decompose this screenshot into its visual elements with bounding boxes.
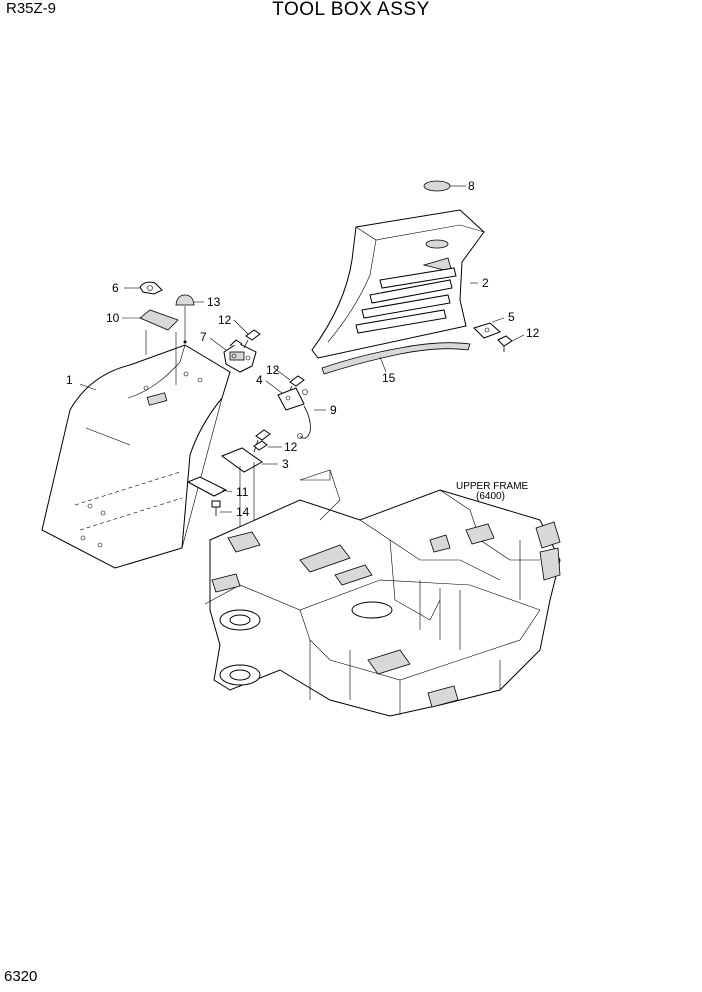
cap-part-13 bbox=[175, 294, 195, 344]
callout-11: 11 bbox=[236, 485, 249, 499]
upper-frame-label: UPPER FRAME bbox=[456, 481, 529, 492]
bolt-part-12-c bbox=[253, 429, 271, 453]
side-cover-part-2 bbox=[311, 209, 485, 359]
bracket-part-4 bbox=[277, 387, 305, 411]
callout-14: 14 bbox=[236, 505, 250, 519]
screw-part-14 bbox=[211, 500, 221, 516]
bolt-part-12-d bbox=[497, 335, 513, 352]
callout-12-b: 12 bbox=[266, 363, 280, 377]
bolt-part-12-a bbox=[243, 329, 261, 349]
callout-3: 3 bbox=[282, 457, 289, 471]
callout-7: 7 bbox=[200, 330, 207, 344]
callout-13: 13 bbox=[207, 295, 221, 309]
toolbox-cover-part bbox=[41, 344, 231, 569]
callout-2: 2 bbox=[482, 276, 489, 290]
callout-12-a: 12 bbox=[218, 313, 232, 327]
callout-1: 1 bbox=[66, 373, 73, 387]
callout-12-c: 12 bbox=[284, 440, 298, 454]
leader-lines bbox=[79, 185, 525, 513]
upper-frame-ref-code: (6400) bbox=[476, 491, 505, 502]
seal-strip-part-15 bbox=[321, 342, 471, 375]
page-title: TOOL BOX ASSY bbox=[272, 0, 430, 20]
plug-part-8 bbox=[423, 180, 451, 192]
callout-4: 4 bbox=[256, 373, 263, 387]
callout-5: 5 bbox=[508, 310, 515, 324]
clamp-part-5 bbox=[473, 322, 501, 339]
upper-frame-reference bbox=[204, 469, 561, 717]
callout-15: 15 bbox=[382, 371, 396, 385]
callout-9: 9 bbox=[330, 403, 337, 417]
latch-part-7 bbox=[223, 339, 257, 373]
callouts: 1 2 3 4 5 6 7 8 9 10 11 12 12 12 12 13 1… bbox=[66, 179, 540, 519]
callout-8: 8 bbox=[468, 179, 475, 193]
pad-part-10 bbox=[139, 309, 179, 385]
plate-part-11 bbox=[186, 476, 228, 497]
wire-part-9 bbox=[297, 389, 311, 439]
callout-10: 10 bbox=[106, 311, 120, 325]
model-code: R35Z-9 bbox=[6, 0, 57, 17]
callout-12-d: 12 bbox=[526, 326, 540, 340]
page-number: 6320 bbox=[4, 968, 38, 985]
callout-6: 6 bbox=[112, 281, 119, 295]
clip-part-6 bbox=[139, 281, 163, 295]
